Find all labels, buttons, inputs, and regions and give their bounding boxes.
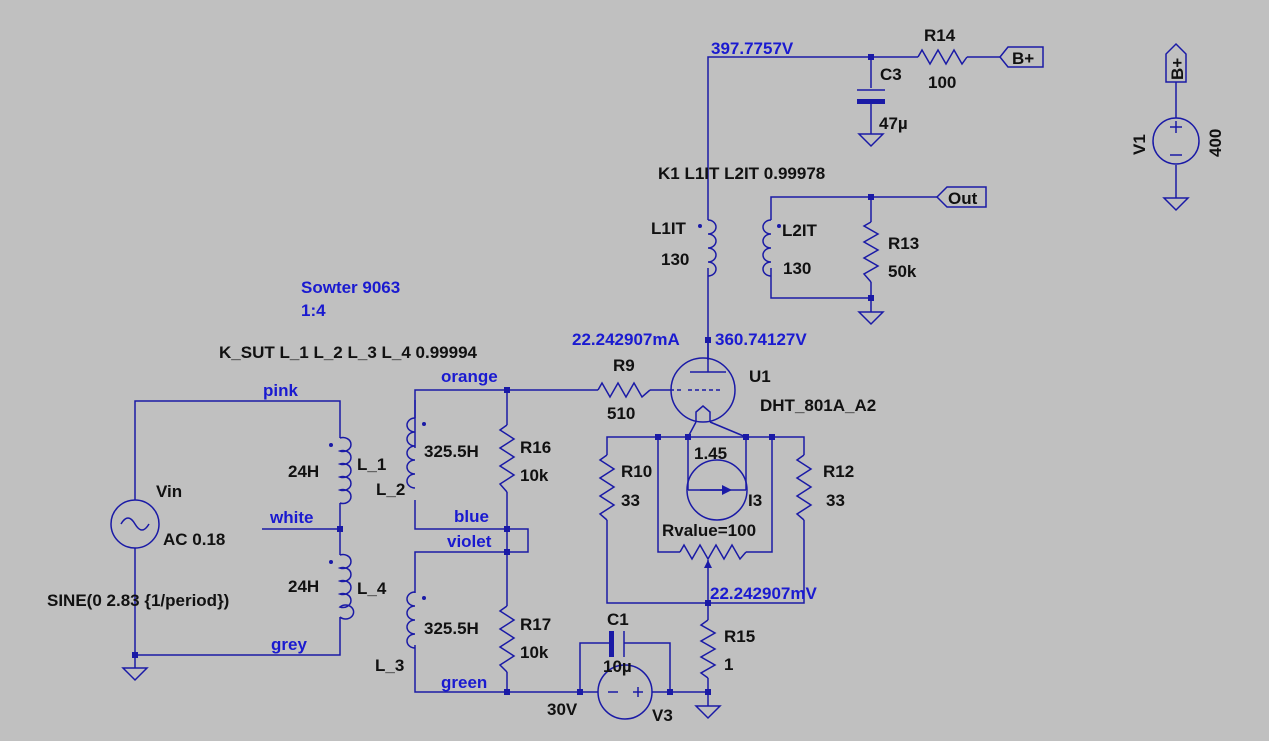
vin-ac: AC 0.18: [163, 530, 225, 549]
resistor-r13[interactable]: [862, 221, 880, 283]
resistor-r17[interactable]: [498, 605, 516, 673]
l1it-name: L1IT: [651, 219, 687, 238]
net-flag-out[interactable]: [935, 186, 987, 208]
net-label-pink: pink: [263, 381, 298, 400]
net-label-green: green: [441, 673, 487, 692]
r14-name: R14: [924, 26, 956, 45]
r16-value: 10k: [520, 466, 549, 485]
capacitor-c1[interactable]: [609, 631, 632, 657]
r9-value: 510: [607, 404, 635, 423]
net-flag-bplus-out[interactable]: [999, 46, 1044, 68]
resistor-r14[interactable]: [917, 48, 968, 66]
inductor-l3[interactable]: [406, 591, 426, 649]
resistor-r15[interactable]: [699, 619, 717, 679]
net-label-grey: grey: [271, 635, 307, 654]
i3-name: I3: [748, 491, 762, 510]
ac-source-vin[interactable]: [110, 499, 160, 549]
r13-value: 50k: [888, 262, 917, 281]
c1-value: 10µ: [603, 657, 632, 676]
v1-name: V1: [1130, 134, 1149, 155]
inductor-l2it[interactable]: [762, 212, 781, 277]
inductor-l4[interactable]: [329, 553, 355, 620]
r14-value: 100: [928, 73, 956, 92]
resistor-r9[interactable]: [597, 381, 651, 399]
plate-current: 22.242907mA: [572, 330, 680, 349]
r10-name: R10: [621, 462, 652, 481]
r9-name: R9: [613, 356, 635, 375]
r10-value: 33: [621, 491, 640, 510]
l1it-value: 130: [661, 250, 689, 269]
bplus-v1-flag-label: B+: [1168, 58, 1187, 80]
voltage-source-v3[interactable]: [597, 664, 653, 720]
capacitor-c3[interactable]: [857, 89, 885, 104]
i3-value: 1.45: [694, 444, 727, 463]
net-label-blue: blue: [454, 507, 489, 526]
resistor-r12[interactable]: [795, 454, 813, 521]
r17-value: 10k: [520, 643, 549, 662]
c3-name: C3: [880, 65, 902, 84]
u1-model: DHT_801A_A2: [760, 396, 876, 415]
l4-name: L_4: [357, 579, 387, 598]
c3-value: 47µ: [879, 114, 908, 133]
l2-name: L_2: [376, 480, 405, 499]
l1-value: 24H: [288, 462, 319, 481]
l2it-value: 130: [783, 259, 811, 278]
sowter-ratio: 1:4: [301, 301, 326, 320]
ground-symbol-c3: [857, 133, 885, 148]
vin-name: Vin: [156, 482, 182, 501]
potentiometer-rvalue[interactable]: [679, 543, 747, 572]
r12-name: R12: [823, 462, 854, 481]
triode-u1[interactable]: [670, 343, 736, 423]
plate-voltage-top: 397.7757V: [711, 39, 794, 58]
l3-value: 325.5H: [424, 619, 479, 638]
inductor-l1[interactable]: [329, 436, 352, 505]
ground-symbol-vin: [121, 667, 149, 682]
voltage-source-v1[interactable]: [1152, 117, 1200, 165]
inductor-l1it[interactable]: [698, 212, 717, 277]
sowter-title: Sowter 9063: [301, 278, 400, 297]
u1-name: U1: [749, 367, 771, 386]
ground-symbol-r13: [857, 311, 885, 326]
r17-name: R17: [520, 615, 551, 634]
ground-symbol-v1: [1162, 197, 1190, 212]
l1-name: L_1: [357, 455, 386, 474]
r15-value: 1: [724, 655, 733, 674]
ground-symbol-r15: [694, 705, 722, 720]
net-flag-bplus-v1[interactable]: [1165, 42, 1187, 83]
l2it-name: L2IT: [782, 221, 818, 240]
vin-sine: SINE(0 2.83 {1/period}): [47, 591, 229, 610]
bplus-flag-label: B+: [1012, 49, 1034, 68]
r15-name: R15: [724, 627, 755, 646]
k1-coupling: K1 L1IT L2IT 0.99978: [658, 164, 825, 183]
l3-name: L_3: [375, 656, 404, 675]
net-label-violet: violet: [447, 532, 492, 551]
pot-rvalue: Rvalue=100: [662, 521, 756, 540]
v1-value: 400: [1206, 129, 1225, 157]
r13-name: R13: [888, 234, 919, 253]
net-label-orange: orange: [441, 367, 498, 386]
cathode-voltage: 22.242907mV: [710, 584, 817, 603]
c1-name: C1: [607, 610, 629, 629]
inductor-l2[interactable]: [406, 400, 426, 489]
v3-value: 30V: [547, 700, 578, 719]
plate-voltage: 360.74127V: [715, 330, 807, 349]
net-label-white: white: [269, 508, 313, 527]
v3-name: V3: [652, 706, 673, 725]
r12-value: 33: [826, 491, 845, 510]
l4-value: 24H: [288, 577, 319, 596]
resistor-r16[interactable]: [498, 424, 516, 493]
k-sut-coupling: K_SUT L_1 L_2 L_3 L_4 0.99994: [219, 343, 478, 362]
out-flag-label: Out: [948, 189, 978, 208]
resistor-r10[interactable]: [598, 454, 616, 521]
current-source-i3[interactable]: [686, 459, 748, 521]
junction-dots: [132, 54, 874, 695]
r16-name: R16: [520, 438, 551, 457]
l2-value: 325.5H: [424, 442, 479, 461]
